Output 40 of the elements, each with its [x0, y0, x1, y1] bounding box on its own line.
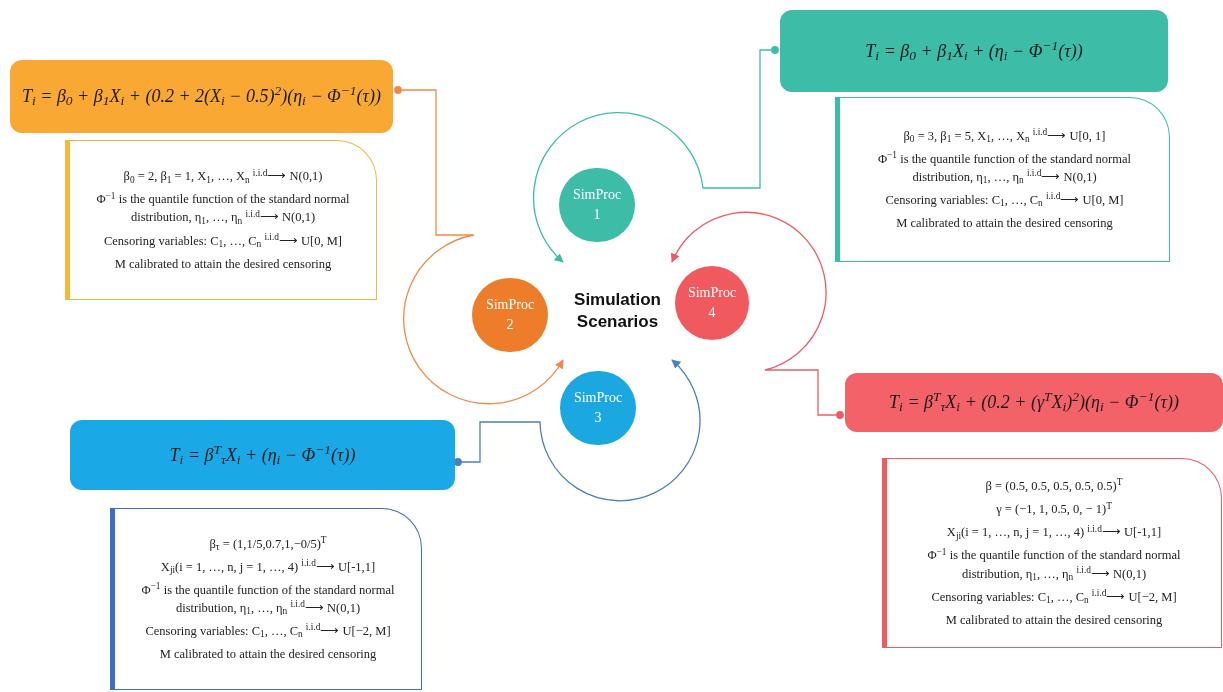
formula: T$_{i}$ = β$_{0}$ + β$_{1}$X$_{i}$ + (η$_{i}$ − Φ$^{−1}$(τ)) — [865, 37, 1083, 65]
parameter-card — [65, 140, 377, 300]
parameter-text: β$_{0}$ = 2, β$_{1}$ = 1, X$_{1}$, …, X$_{n}$ $^{i.i.d}$⟶ N(0,1) — [123, 167, 323, 186]
parameter-text: Φ$^{−1}$ is the quantile function of the standard normal distribution, η$_{1}$, …, η$_{n}$ $^{i.i.d}$⟶ N(0,1) — [876, 149, 1133, 187]
formula: T$_{i}$ = β$^{T}$$_{τ}$X$_{i}$ + (η$_{i}$ − Φ$^{−1}$(τ)) — [169, 441, 356, 469]
circle-label: SimProc 1 — [571, 186, 623, 224]
parameter-text: β = (0.5, 0.5, 0.5, 0.5, 0.5)$^{T}$ — [985, 477, 1123, 496]
parameter-text: Φ$^{−1}$ is the quantile function of the standard normal distribution, η$_{1}$, …, η$_{n}$ $^{i.i.d}$⟶ N(0,1) — [926, 546, 1182, 583]
formula-box — [845, 373, 1223, 432]
parameter-card — [110, 508, 422, 690]
parameter-text: Censoring variables: C$_{1}$, …, C$_{n}$ $^{i.i.d}$⟶ U[−2, M] — [145, 622, 391, 641]
circle-label: SimProc 4 — [686, 284, 738, 322]
formula-box — [10, 60, 393, 133]
formula-box — [70, 420, 455, 490]
parameter-text: γ = (−1, 1, 0.5, 0, − 1)$^{T}$ — [996, 500, 1112, 519]
formula: T$_{i}$ = β$_{0}$ + β$_{1}$X$_{i}$ + (0.2 + 2(X$_{i}$ − 0.5)$^{2}$)(η$_{i}$ − Φ$^{−1}$(τ)) — [21, 83, 382, 110]
formula-box — [780, 10, 1168, 92]
parameter-text: β$_{τ}$ = (1,1/5,0.7,1,−0/5)$^{T}$ — [209, 534, 327, 553]
parameter-text: X$_{ji}$(i = 1, …, n, j = 1, …, 4) $^{i.i.d}$⟶ U[-1,1] — [160, 557, 376, 576]
parameter-text: M calibrated to attain the desired censoring — [114, 255, 332, 273]
parameter-text: Φ$^{−1}$ is the quantile function of the standard normal distribution, η$_{1}$, …, η$_{n}$ $^{i.i.d}$⟶ N(0,1) — [140, 580, 396, 618]
parameter-text: X$_{ji}$(i = 1, …, n, j = 1, …, 4) $^{i.i.d}$⟶ U[-1,1] — [946, 523, 1162, 542]
parameter-text: Censoring variables: C$_{1}$, …, C$_{n}$ $^{i.i.d}$⟶ U[0, M] — [885, 191, 1124, 210]
parameter-text: Φ$^{−1}$ is the quantile function of the standard normal distribution, η$_{1}$, …, η$_{n}$ $^{i.i.d}$⟶ N(0,1) — [95, 190, 351, 227]
curved-arrow — [454, 359, 701, 502]
circle-label: SimProc 2 — [484, 296, 536, 334]
parameter-text: M calibrated to attain the desired censoring — [896, 215, 1113, 233]
parameter-card — [882, 458, 1222, 648]
formula: T$_{i}$ = β$^{T}$$_{τ}$X$_{i}$ + (0.2 + (γ$^{T}$X$_{i}$)$^{2}$)(η$_{i}$ − Φ$^{−1}$(τ)) — [889, 389, 1179, 416]
curved-arrow — [394, 86, 564, 405]
parameter-card — [835, 97, 1170, 262]
parameter-text: Censoring variables: C$_{1}$, …, C$_{n}$ $^{i.i.d}$⟶ U[0, M] — [103, 231, 343, 250]
curved-arrow — [533, 46, 779, 263]
center-title: Simulation Scenarios — [573, 288, 662, 333]
parameter-text: Censoring variables: C$_{1}$, …, C$_{n}$ $^{i.i.d}$⟶ U[−2, M] — [931, 587, 1177, 606]
circle-label: SimProc 3 — [572, 389, 624, 427]
parameter-text: M calibrated to attain the desired censoring — [159, 646, 377, 664]
parameter-text: β$_{0}$ = 3, β$_{1}$ = 5, X$_{1}$, …, X$_{n}$ $^{i.i.d}$⟶ U[0, 1] — [903, 126, 1106, 145]
parameter-text: M calibrated to attain the desired censoring — [945, 611, 1163, 629]
curved-arrow — [671, 211, 844, 419]
